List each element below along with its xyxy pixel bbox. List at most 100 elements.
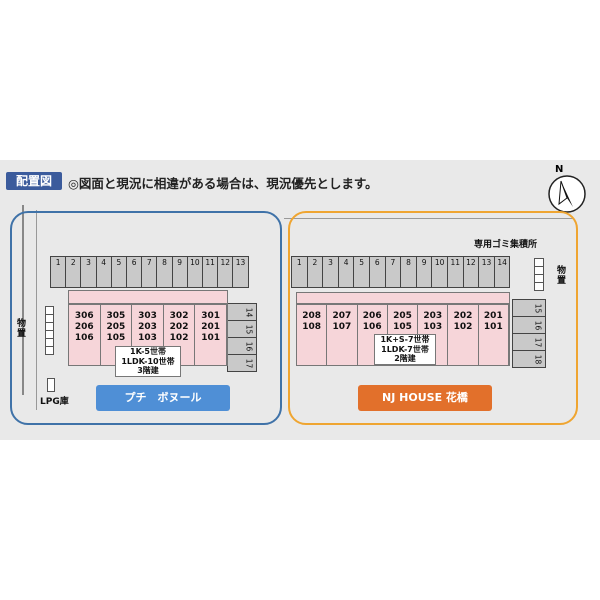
west-walkway	[68, 290, 228, 304]
parking-space-number: 2	[312, 258, 318, 267]
east-info-line: 1K+S-7世帯	[380, 335, 430, 344]
parking-space-number: 9	[177, 258, 183, 267]
parking-space-number: 13	[481, 258, 492, 267]
unit-number: 105	[106, 333, 126, 343]
parking-space: 10	[431, 256, 448, 288]
parking-space-number: 18	[533, 354, 543, 364]
unit-number: 202 102	[453, 311, 473, 332]
apartment-unit: 201 101	[479, 305, 509, 365]
apartment-unit: 202 102	[448, 305, 479, 365]
layout-tag: 配置図	[6, 172, 62, 190]
east-name-label: NJ HOUSE 花橋	[358, 385, 492, 411]
unit-number: 101	[201, 333, 221, 343]
parking-space: 9	[171, 256, 188, 288]
compass-north-label: N	[555, 164, 564, 175]
unit-number: 205 105	[393, 311, 412, 332]
parking-space-number: 14	[244, 307, 254, 317]
parking-space: 8	[156, 256, 173, 288]
disclaimer-note: ◎図面と現況に相違がある場合は、現況優先とします。	[68, 176, 378, 191]
road-line	[36, 210, 37, 410]
parking-space-number: 6	[131, 258, 137, 267]
parking-space: 3	[322, 256, 339, 288]
parking-space: 4	[95, 256, 112, 288]
parking-space: 18	[512, 350, 546, 368]
parking-space: 13	[478, 256, 495, 288]
west-info-box: 1K-5世帯 1LDK-10世帯 3階建	[115, 346, 181, 377]
parking-space: 5	[110, 256, 127, 288]
unit-number: 206 106	[362, 311, 382, 332]
east-info-box: 1K+S-7世帯 1LDK-7世帯 2階建	[374, 334, 436, 365]
parking-space: 2	[306, 256, 324, 288]
unit-number: 302	[169, 311, 189, 321]
parking-space: 11	[447, 256, 464, 288]
unit-number: 305	[106, 311, 126, 321]
parking-space: 8	[400, 256, 417, 288]
unit-number: 201 101	[483, 311, 503, 332]
east-storage-label: 物置	[555, 265, 565, 285]
parking-space-number: 11	[450, 258, 461, 267]
road-line	[284, 218, 574, 219]
unit-number: 303	[138, 311, 157, 321]
parking-space: 15	[512, 299, 546, 317]
road-line	[22, 205, 24, 395]
parking-space-number: 1	[55, 258, 61, 267]
parking-space-number: 12	[466, 258, 476, 267]
parking-space-number: 12	[220, 258, 231, 267]
parking-space: 1	[50, 256, 67, 288]
garbage-collection-label: 専用ゴミ集積所	[474, 240, 538, 250]
unit-number: 301	[201, 311, 221, 321]
parking-space: 4	[337, 256, 355, 288]
east-walkway	[296, 292, 510, 304]
parking-space-number: 16	[244, 341, 254, 351]
parking-space: 10	[186, 256, 203, 288]
storage-unit	[534, 282, 544, 291]
unit-number: 202	[169, 322, 189, 332]
parking-space: 14	[493, 256, 511, 288]
parking-space: 9	[415, 256, 433, 288]
parking-space: 7	[384, 256, 402, 288]
parking-space-number: 8	[162, 258, 167, 267]
unit-number: 205	[106, 322, 126, 332]
parking-space: 5	[353, 256, 370, 288]
parking-space-number: 11	[205, 258, 215, 267]
parking-space-number: 17	[533, 337, 543, 347]
unit-number: 306	[74, 311, 94, 321]
parking-space-number: 1	[296, 258, 302, 267]
east-info-line: 1LDK-7世帯	[381, 344, 429, 354]
parking-space-number: 6	[374, 258, 380, 267]
compass-icon: N	[543, 164, 591, 216]
parking-space: 14	[227, 303, 257, 321]
parking-space: 13	[232, 256, 249, 288]
parking-space-number: 14	[497, 258, 507, 267]
parking-space-number: 16	[533, 320, 543, 330]
parking-space-number: 9	[421, 258, 427, 267]
parking-space: 16	[227, 337, 257, 355]
parking-space: 15	[227, 320, 257, 338]
parking-space: 12	[462, 256, 480, 288]
west-info-line: 3階建	[137, 366, 159, 375]
unit-number: 103	[138, 333, 157, 343]
unit-number: 207 107	[332, 311, 352, 332]
east-info-line: 2階建	[394, 354, 416, 363]
unit-number: 203	[138, 322, 157, 332]
lpg-storage	[47, 378, 55, 392]
unit-number: 203 103	[423, 311, 443, 332]
parking-space-number: 4	[101, 258, 107, 267]
parking-space-number: 7	[146, 258, 152, 267]
unit-number: 201	[201, 322, 221, 332]
parking-space-number: 5	[116, 258, 122, 267]
west-info-line: 1LDK-10世帯	[121, 356, 175, 366]
parking-space-number: 10	[434, 258, 445, 267]
storage-unit	[45, 346, 54, 355]
parking-space-number: 2	[70, 258, 76, 267]
unit-number: 106	[74, 333, 94, 343]
apartment-unit: 208 108	[297, 305, 328, 365]
parking-space: 7	[141, 256, 158, 288]
parking-space: 16	[512, 316, 546, 334]
east-property-outline	[288, 211, 578, 425]
apartment-unit: 203 103	[418, 305, 449, 365]
